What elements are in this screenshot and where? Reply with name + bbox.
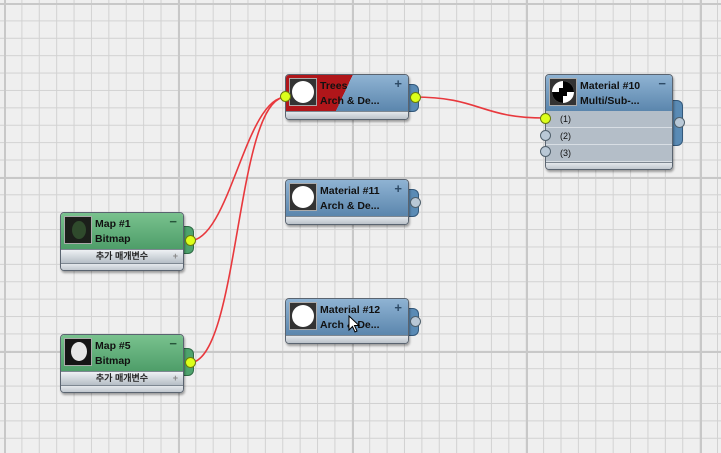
output-socket[interactable] [185, 235, 196, 246]
node-subtitle: Arch & De... [320, 95, 380, 107]
slot-2[interactable]: (2) [546, 128, 672, 145]
node-subtitle: Bitmap [95, 355, 131, 367]
material-preview-thumbnail [289, 302, 317, 330]
output-socket[interactable] [410, 316, 421, 327]
collapse-minus-icon[interactable]: − [169, 336, 177, 351]
expand-plus-icon[interactable]: + [394, 300, 402, 315]
node-header[interactable]: Map #1 Bitmap − [61, 213, 183, 249]
node-subtitle: Bitmap [95, 233, 131, 245]
node-footer-strip [286, 111, 408, 119]
node-title: Material #11 [320, 185, 380, 197]
additional-params-rollout[interactable]: 추가 매개변수 + [61, 371, 183, 385]
expand-plus-icon[interactable]: + [172, 373, 178, 383]
additional-params-rollout[interactable]: 추가 매개변수 + [61, 249, 183, 263]
collapse-minus-icon[interactable]: − [169, 214, 177, 229]
material-preview-thumbnail [289, 183, 317, 211]
output-socket[interactable] [185, 357, 196, 368]
wire-trees-to-material10 [413, 96, 546, 119]
node-subtitle: Arch & De... [320, 200, 380, 212]
node-title: Trees [320, 80, 348, 92]
node-footer-strip [61, 263, 183, 270]
slot-3-input-socket[interactable] [540, 146, 551, 157]
expand-plus-icon[interactable]: + [394, 76, 402, 91]
wire-map5-to-trees [188, 96, 287, 364]
node-footer-strip [61, 385, 183, 392]
collapse-minus-icon[interactable]: − [658, 76, 666, 91]
node-title: Material #10 [580, 80, 641, 92]
wire-map1-to-trees [188, 96, 287, 242]
bitmap-tree-thumbnail [64, 338, 92, 366]
expand-plus-icon[interactable]: + [394, 181, 402, 196]
input-socket[interactable] [280, 91, 291, 102]
material-preview-thumbnail [289, 78, 317, 106]
node-footer-strip [286, 335, 408, 343]
node-title: Map #5 [95, 340, 131, 352]
node-map-5[interactable]: Map #5 Bitmap − 추가 매개변수 + [60, 334, 196, 393]
output-socket[interactable] [410, 197, 421, 208]
node-footer-strip [286, 216, 408, 224]
mouse-cursor-icon [348, 315, 361, 333]
multisub-preview-thumbnail [549, 78, 577, 106]
node-title: Material #12 [320, 304, 381, 316]
node-title: Map #1 [95, 218, 131, 230]
bitmap-tree-thumbnail [64, 216, 92, 244]
slot-1-input-socket[interactable] [540, 113, 551, 124]
slot-2-input-socket[interactable] [540, 130, 551, 141]
node-header[interactable]: Map #5 Bitmap − [61, 335, 183, 371]
slot-list: (1) (2) (3) [546, 111, 672, 162]
slot-3[interactable]: (3) [546, 145, 672, 162]
slot-1[interactable]: (1) [546, 111, 672, 128]
node-subtitle: Multi/Sub-... [580, 95, 640, 107]
output-socket[interactable] [674, 117, 685, 128]
additional-params-label: 추가 매개변수 [95, 373, 149, 383]
node-footer-strip [546, 162, 672, 169]
output-socket[interactable] [410, 92, 421, 103]
node-map-1[interactable]: Map #1 Bitmap − 추가 매개변수 + [60, 212, 196, 271]
expand-plus-icon[interactable]: + [172, 251, 178, 261]
additional-params-label: 추가 매개변수 [95, 251, 149, 261]
